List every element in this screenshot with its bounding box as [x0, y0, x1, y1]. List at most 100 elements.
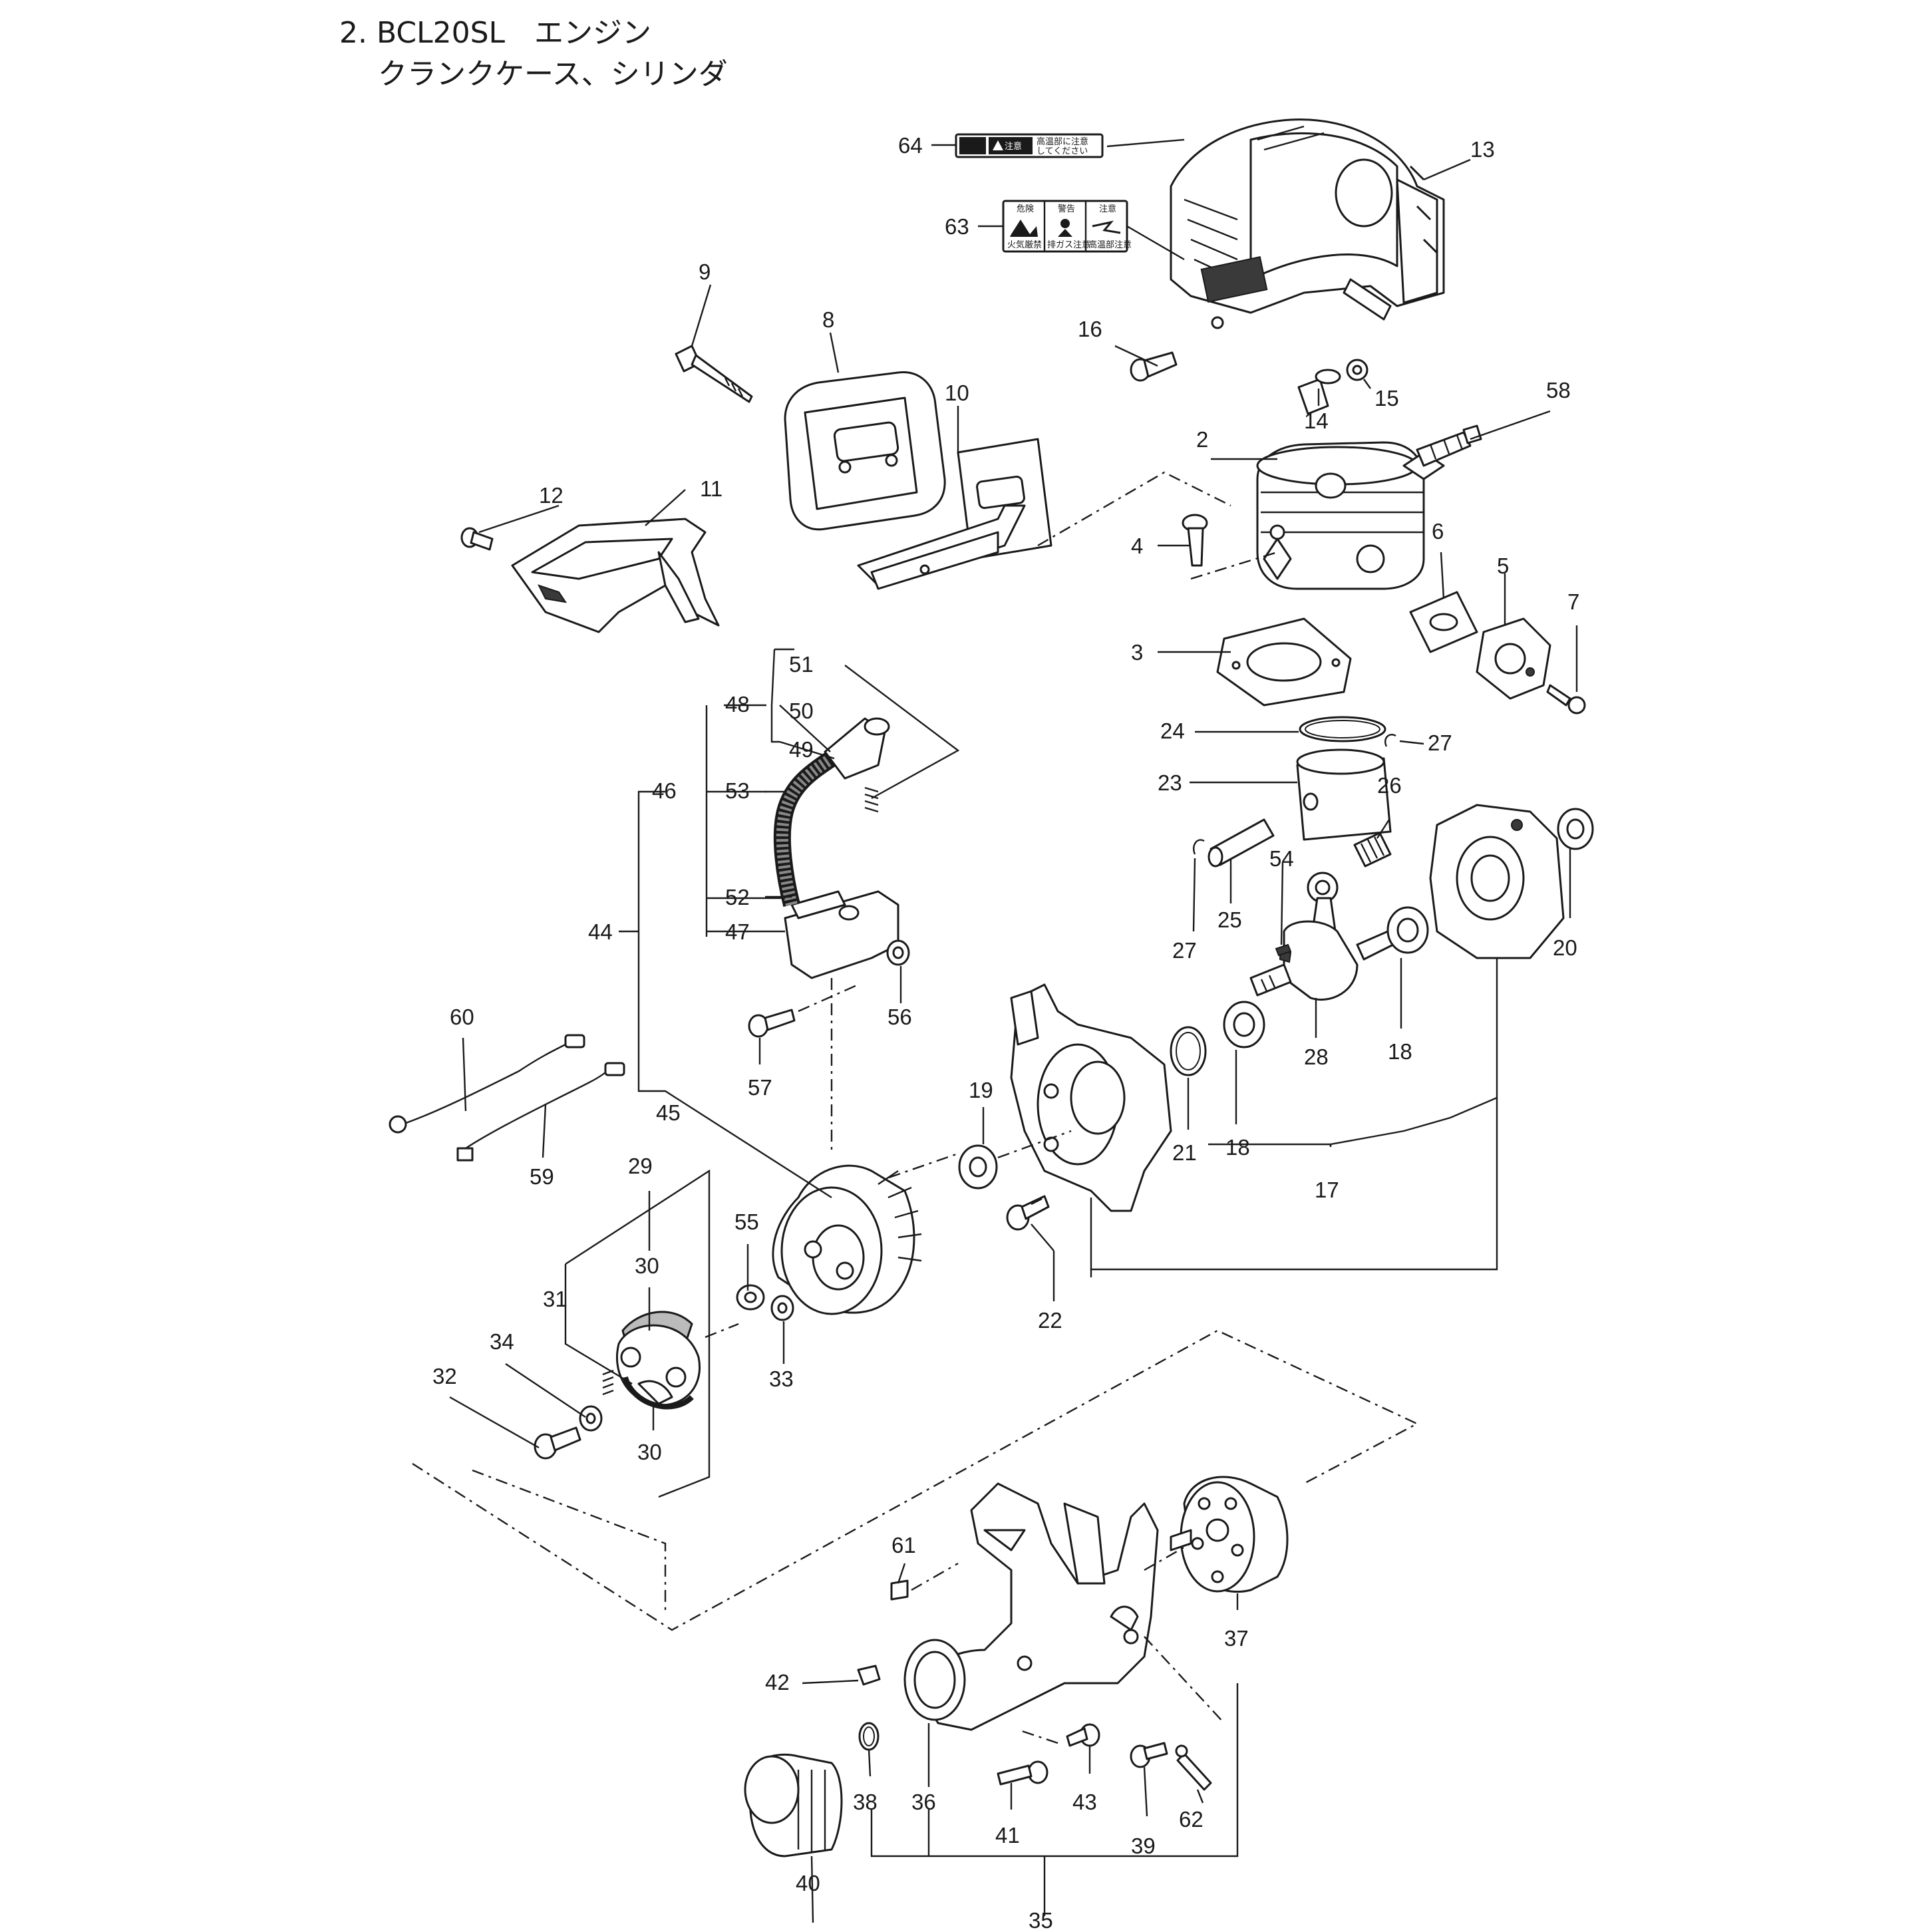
- engine-cover-part-13: [1170, 118, 1445, 329]
- callout-19: 19: [969, 1078, 993, 1102]
- callout-34: 34: [490, 1329, 514, 1354]
- callout-58: 58: [1546, 378, 1571, 402]
- flywheel-part-45: [772, 1164, 922, 1315]
- spacer-part-56: [886, 939, 910, 966]
- callout-24: 24: [1160, 719, 1185, 743]
- callout-64: 64: [898, 133, 923, 158]
- bolt-part-41: [997, 1760, 1048, 1786]
- callout-26: 26: [1377, 773, 1402, 798]
- cylinder-part-2: [1256, 441, 1425, 590]
- callout-59: 59: [530, 1164, 554, 1189]
- plate-part-62: [1175, 1744, 1212, 1791]
- clutch-spring-part-31: [602, 1369, 614, 1396]
- heat-shield-plate: [857, 504, 1026, 590]
- callout-31: 31: [543, 1287, 567, 1311]
- callout-4: 4: [1131, 534, 1143, 558]
- callout-44: 44: [588, 919, 613, 944]
- callout-32: 32: [432, 1364, 457, 1388]
- callout-56: 56: [887, 1005, 912, 1029]
- callout-53: 53: [725, 778, 750, 803]
- sticker-63-fire: 火気厳禁: [1007, 240, 1042, 250]
- hightension-cord-part-53: [773, 751, 837, 907]
- filter-part-40: [744, 1753, 843, 1857]
- crankshaft-part-28: [1249, 872, 1394, 1001]
- oil-seal-part-19: [958, 1144, 998, 1190]
- warning-labels-part-63: 危険 警告 注意 火気厳禁 排ガス注意 高温部注意: [1002, 200, 1132, 253]
- callout-35: 35: [1029, 1908, 1053, 1932]
- callout-21: 21: [1172, 1140, 1197, 1165]
- callout-28: 28: [1304, 1045, 1329, 1069]
- clutch-drum-part-37: [1170, 1476, 1289, 1593]
- callout-11: 11: [700, 476, 723, 501]
- clip-part-27-right: [1384, 734, 1396, 747]
- washer-part-34: [579, 1405, 603, 1432]
- piston-pin-part-25: [1208, 818, 1275, 868]
- callout-40: 40: [796, 1871, 820, 1895]
- screw-part-7: [1546, 684, 1586, 715]
- callout-labels: 64 13 63 9 8 16 15 14 58 10 2 12 11 4 6 …: [432, 133, 1579, 1932]
- snap-ring-part-21: [1170, 1026, 1207, 1076]
- callout-30-bottom: 30: [637, 1440, 662, 1464]
- callout-23: 23: [1158, 770, 1182, 795]
- callout-29: 29: [628, 1154, 653, 1178]
- diagram-title-line1: 2. BCL20SL エンジン: [339, 16, 651, 50]
- sticker-63-exhaust: 排ガス注意: [1047, 240, 1090, 250]
- leader-lines: [449, 138, 1578, 1923]
- insulator-gasket-part-6: [1409, 591, 1478, 653]
- bolt-part-4: [1182, 514, 1208, 567]
- bolt-part-57: [748, 1009, 796, 1038]
- callout-27-bottom: 27: [1172, 938, 1197, 963]
- callout-6: 6: [1432, 519, 1444, 544]
- callout-37: 37: [1224, 1626, 1249, 1651]
- callout-55: 55: [734, 1209, 759, 1234]
- callout-13: 13: [1470, 137, 1495, 162]
- callout-17: 17: [1315, 1178, 1339, 1202]
- sticker-64-hot2: してください: [1037, 146, 1088, 156]
- callout-20: 20: [1553, 935, 1577, 960]
- screw-part-12: [460, 527, 494, 551]
- sticker-63-danger: 危険: [1017, 204, 1034, 214]
- muffler-part-8: [784, 371, 946, 531]
- callout-30-top: 30: [635, 1253, 659, 1278]
- callout-16: 16: [1078, 317, 1102, 341]
- bolt-part-14: [1297, 369, 1341, 415]
- ball-bearing-part-18-right: [1386, 906, 1429, 954]
- callout-39: 39: [1131, 1834, 1156, 1858]
- caution-label-part-64: 注意 高温部に注意 してください: [955, 133, 1104, 158]
- callout-25: 25: [1217, 907, 1242, 932]
- air-guide-part-11: [511, 518, 720, 633]
- spark-plug-part-58: [1402, 424, 1482, 480]
- crankcase-part-17: [1010, 983, 1172, 1212]
- callout-48: 48: [725, 692, 750, 717]
- diagram-title-line2: クランクケース、シリンダ: [378, 57, 728, 91]
- bolt-part-39: [1130, 1742, 1168, 1768]
- needle-bearing-part-26: [1353, 832, 1392, 868]
- callout-43: 43: [1072, 1790, 1097, 1814]
- callout-7: 7: [1567, 589, 1579, 614]
- callout-41: 41: [995, 1823, 1020, 1848]
- stop-wire-part-60: [389, 1034, 585, 1134]
- sticker-64-caution: 注意: [1005, 141, 1022, 152]
- ring-part-38: [858, 1722, 880, 1751]
- long-bolt-part-9: [675, 345, 753, 403]
- callout-8: 8: [822, 307, 834, 332]
- callout-33: 33: [769, 1367, 794, 1391]
- callout-5: 5: [1497, 554, 1509, 578]
- insulator-part-5: [1476, 617, 1551, 700]
- clutch-shoe-part-30-lower: [623, 1376, 694, 1410]
- nut-part-55: [736, 1284, 765, 1311]
- key-part-54: [1275, 943, 1292, 957]
- pad-part-61: [890, 1579, 909, 1601]
- callout-61: 61: [891, 1533, 916, 1557]
- callout-15: 15: [1374, 386, 1399, 410]
- ignition-coil-part-47: [784, 890, 899, 979]
- nut-part-15: [1346, 359, 1368, 381]
- callout-18-left: 18: [1225, 1135, 1250, 1160]
- plug-cap-part-50: [824, 717, 890, 780]
- washer-part-33: [770, 1295, 794, 1321]
- callout-54: 54: [1269, 846, 1294, 871]
- clip-part-27-left: [1193, 839, 1205, 855]
- callout-27-top: 27: [1428, 730, 1452, 755]
- ball-bearing-part-18-left: [1223, 1001, 1265, 1048]
